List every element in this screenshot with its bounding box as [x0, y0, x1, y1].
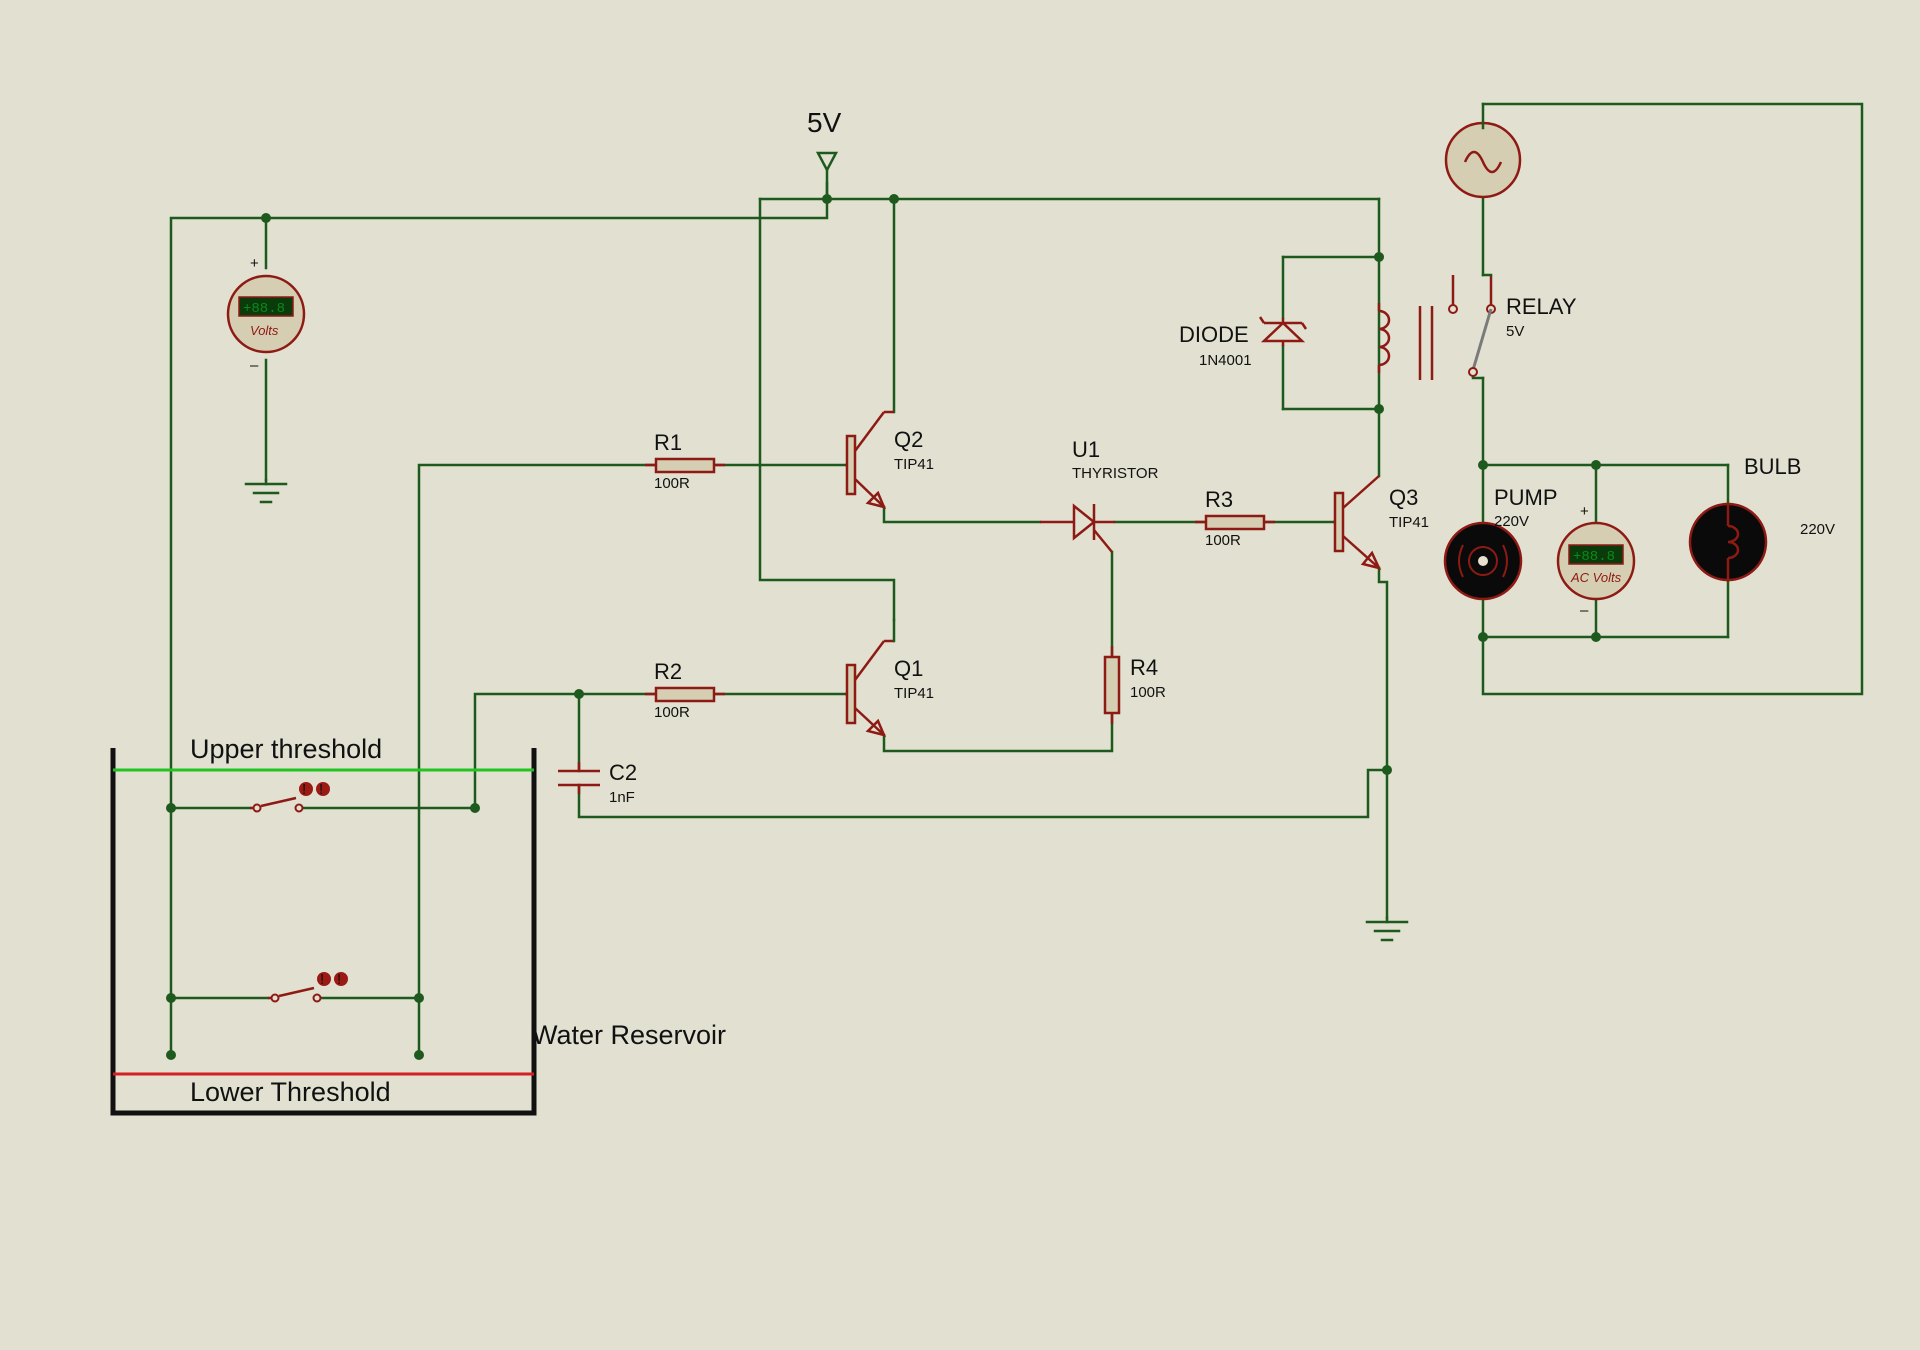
c2-ref: C2 — [609, 760, 637, 785]
bulb-ref: BULB — [1744, 454, 1801, 479]
relay: RELAY 5V — [1377, 273, 1577, 380]
ac-voltmeter-minus: – — [1580, 602, 1589, 619]
r2-ref: R2 — [654, 659, 682, 684]
thyristor-u1: U1 THYRISTOR — [1040, 437, 1159, 553]
resistor-r1: R1 100R — [645, 430, 725, 492]
r1-ref: R1 — [654, 430, 682, 455]
resistor-r2: R2 100R — [645, 659, 725, 721]
dc-voltmeter-reading: +88.8 — [243, 301, 285, 317]
diode-1n4001: DIODE 1N4001 — [1179, 316, 1308, 369]
relay-value: 5V — [1506, 323, 1524, 340]
upper-float-switch: ! ! — [250, 781, 330, 813]
ac-voltmeter: +88.8 AC Volts + – — [1556, 503, 1636, 619]
lower-float-switch: ! ! — [268, 971, 348, 1003]
pump-ref: PUMP — [1494, 485, 1558, 510]
r3-ref: R3 — [1205, 487, 1233, 512]
q1-ref: Q1 — [894, 656, 923, 681]
resistor-r4: R4 100R — [1103, 646, 1166, 724]
bulb-value: 220V — [1800, 521, 1835, 538]
ac-voltmeter-unit: AC Volts — [1570, 570, 1622, 585]
ac-source — [1444, 121, 1522, 199]
supply-label: 5V — [807, 107, 842, 138]
reservoir-label: Water Reservoir — [532, 1020, 726, 1050]
resistor-r3: R3 100R — [1195, 487, 1275, 549]
svg-text:!: ! — [302, 781, 306, 798]
dc-voltmeter-unit: Volts — [250, 323, 279, 338]
svg-text:!: ! — [319, 781, 323, 798]
r4-value: 100R — [1130, 684, 1166, 701]
lower-threshold-label: Lower Threshold — [190, 1077, 391, 1107]
dc-voltmeter: +88.8 Volts + – — [226, 255, 306, 374]
pump-value: 220V — [1494, 513, 1529, 530]
transistor-q3: Q3 TIP41 — [1333, 475, 1429, 570]
q2-ref: Q2 — [894, 427, 923, 452]
r3-value: 100R — [1205, 532, 1241, 549]
junction-dots — [166, 194, 1601, 1060]
q2-value: TIP41 — [894, 456, 934, 473]
diode-value: 1N4001 — [1199, 352, 1252, 369]
bulb-lamp: BULB 220V — [1688, 454, 1835, 582]
transistor-q1: Q1 TIP41 — [845, 639, 934, 737]
dc-voltmeter-plus: + — [250, 255, 259, 272]
ground-right — [1365, 916, 1409, 942]
wires — [169, 102, 1864, 1057]
u1-ref: U1 — [1072, 437, 1100, 462]
q3-ref: Q3 — [1389, 485, 1418, 510]
ground-left — [244, 478, 288, 504]
supply-terminal: 5V — [807, 107, 842, 173]
pump-motor: PUMP 220V — [1443, 485, 1558, 601]
capacitor-c2: C2 1nF — [558, 760, 637, 806]
c2-value: 1nF — [609, 789, 635, 806]
ac-voltmeter-reading: +88.8 — [1573, 549, 1615, 565]
r4-ref: R4 — [1130, 655, 1158, 680]
svg-text:!: ! — [320, 971, 324, 988]
relay-ref: RELAY — [1506, 294, 1577, 319]
transistor-q2: Q2 TIP41 — [845, 410, 934, 509]
dc-voltmeter-minus: – — [250, 357, 259, 374]
diode-ref: DIODE — [1179, 322, 1249, 347]
q3-value: TIP41 — [1389, 514, 1429, 531]
upper-threshold-label: Upper threshold — [190, 734, 382, 764]
svg-text:!: ! — [337, 971, 341, 988]
q1-value: TIP41 — [894, 685, 934, 702]
ac-voltmeter-plus: + — [1580, 503, 1589, 520]
r1-value: 100R — [654, 475, 690, 492]
water-reservoir: Upper threshold Lower Threshold Water Re… — [110, 734, 726, 1116]
u1-value: THYRISTOR — [1072, 465, 1159, 482]
r2-value: 100R — [654, 704, 690, 721]
